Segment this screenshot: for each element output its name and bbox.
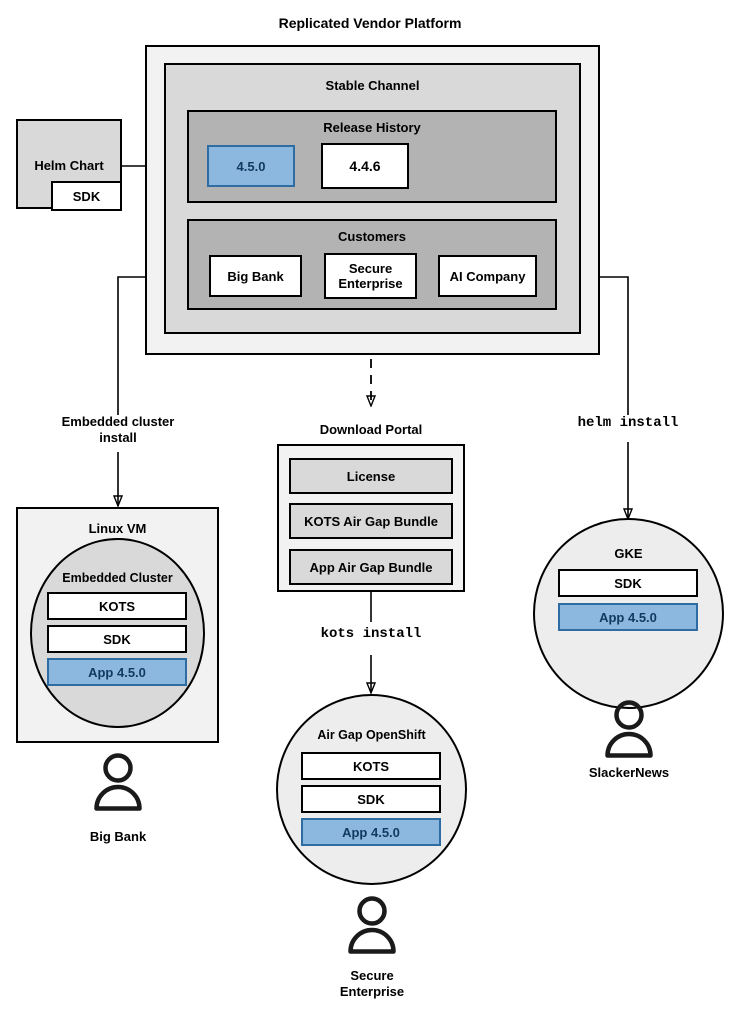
gke-label: GKE (614, 546, 643, 561)
embedded-cluster-label: Embedded Cluster (62, 571, 173, 585)
user-label-slackernews: SlackerNews (588, 765, 670, 780)
gke-component-app[interactable]: App 4.5.0 (558, 603, 698, 631)
customer-big-bank[interactable]: Big Bank (209, 255, 302, 297)
linux-vm-component-sdk[interactable]: SDK (47, 625, 187, 653)
air-gap-component-app[interactable]: App 4.5.0 (301, 818, 441, 846)
download-portal-artifact-kots-air-gap-bundle[interactable]: KOTS Air Gap Bundle (289, 503, 453, 539)
customers-label: Customers (338, 229, 406, 244)
customer-ai-company[interactable]: AI Company (438, 255, 537, 297)
kots-install-label: kots install (320, 626, 422, 642)
air-gap-openshift-label: Air Gap OpenShift (317, 728, 426, 742)
linux-vm-label: Linux VM (88, 521, 147, 536)
customer-secure-enterprise[interactable]: Secure Enterprise (324, 253, 417, 299)
stable-channel-label: Stable Channel (325, 78, 420, 93)
air-gap-component-kots[interactable]: KOTS (301, 752, 441, 780)
helm-chart-label: Helm Chart (34, 158, 104, 173)
release-history-label: Release History (323, 120, 421, 135)
helm-chart-sdk-box[interactable]: SDK (51, 181, 122, 211)
user-label-big-bank: Big Bank (89, 829, 147, 844)
page-title: Replicated Vendor Platform (278, 15, 462, 31)
helm-install-label: helm install (577, 415, 679, 431)
embedded-cluster-install-label: Embedded cluster install (61, 414, 175, 445)
download-portal-label: Download Portal (319, 422, 423, 437)
release-version-4-4-6[interactable]: 4.4.6 (321, 143, 409, 189)
avatar-secure-enterprise (348, 896, 396, 954)
air-gap-component-sdk[interactable]: SDK (301, 785, 441, 813)
download-portal-artifact-app-air-gap-bundle[interactable]: App Air Gap Bundle (289, 549, 453, 585)
linux-vm-component-app[interactable]: App 4.5.0 (47, 658, 187, 686)
gke-component-sdk[interactable]: SDK (558, 569, 698, 597)
release-version-4-5-0[interactable]: 4.5.0 (207, 145, 295, 187)
linux-vm-component-kots[interactable]: KOTS (47, 592, 187, 620)
avatar-slackernews (605, 700, 653, 758)
avatar-big-bank (94, 753, 142, 811)
user-label-secure-enterprise: Secure Enterprise (339, 968, 405, 999)
download-portal-artifact-license[interactable]: License (289, 458, 453, 494)
